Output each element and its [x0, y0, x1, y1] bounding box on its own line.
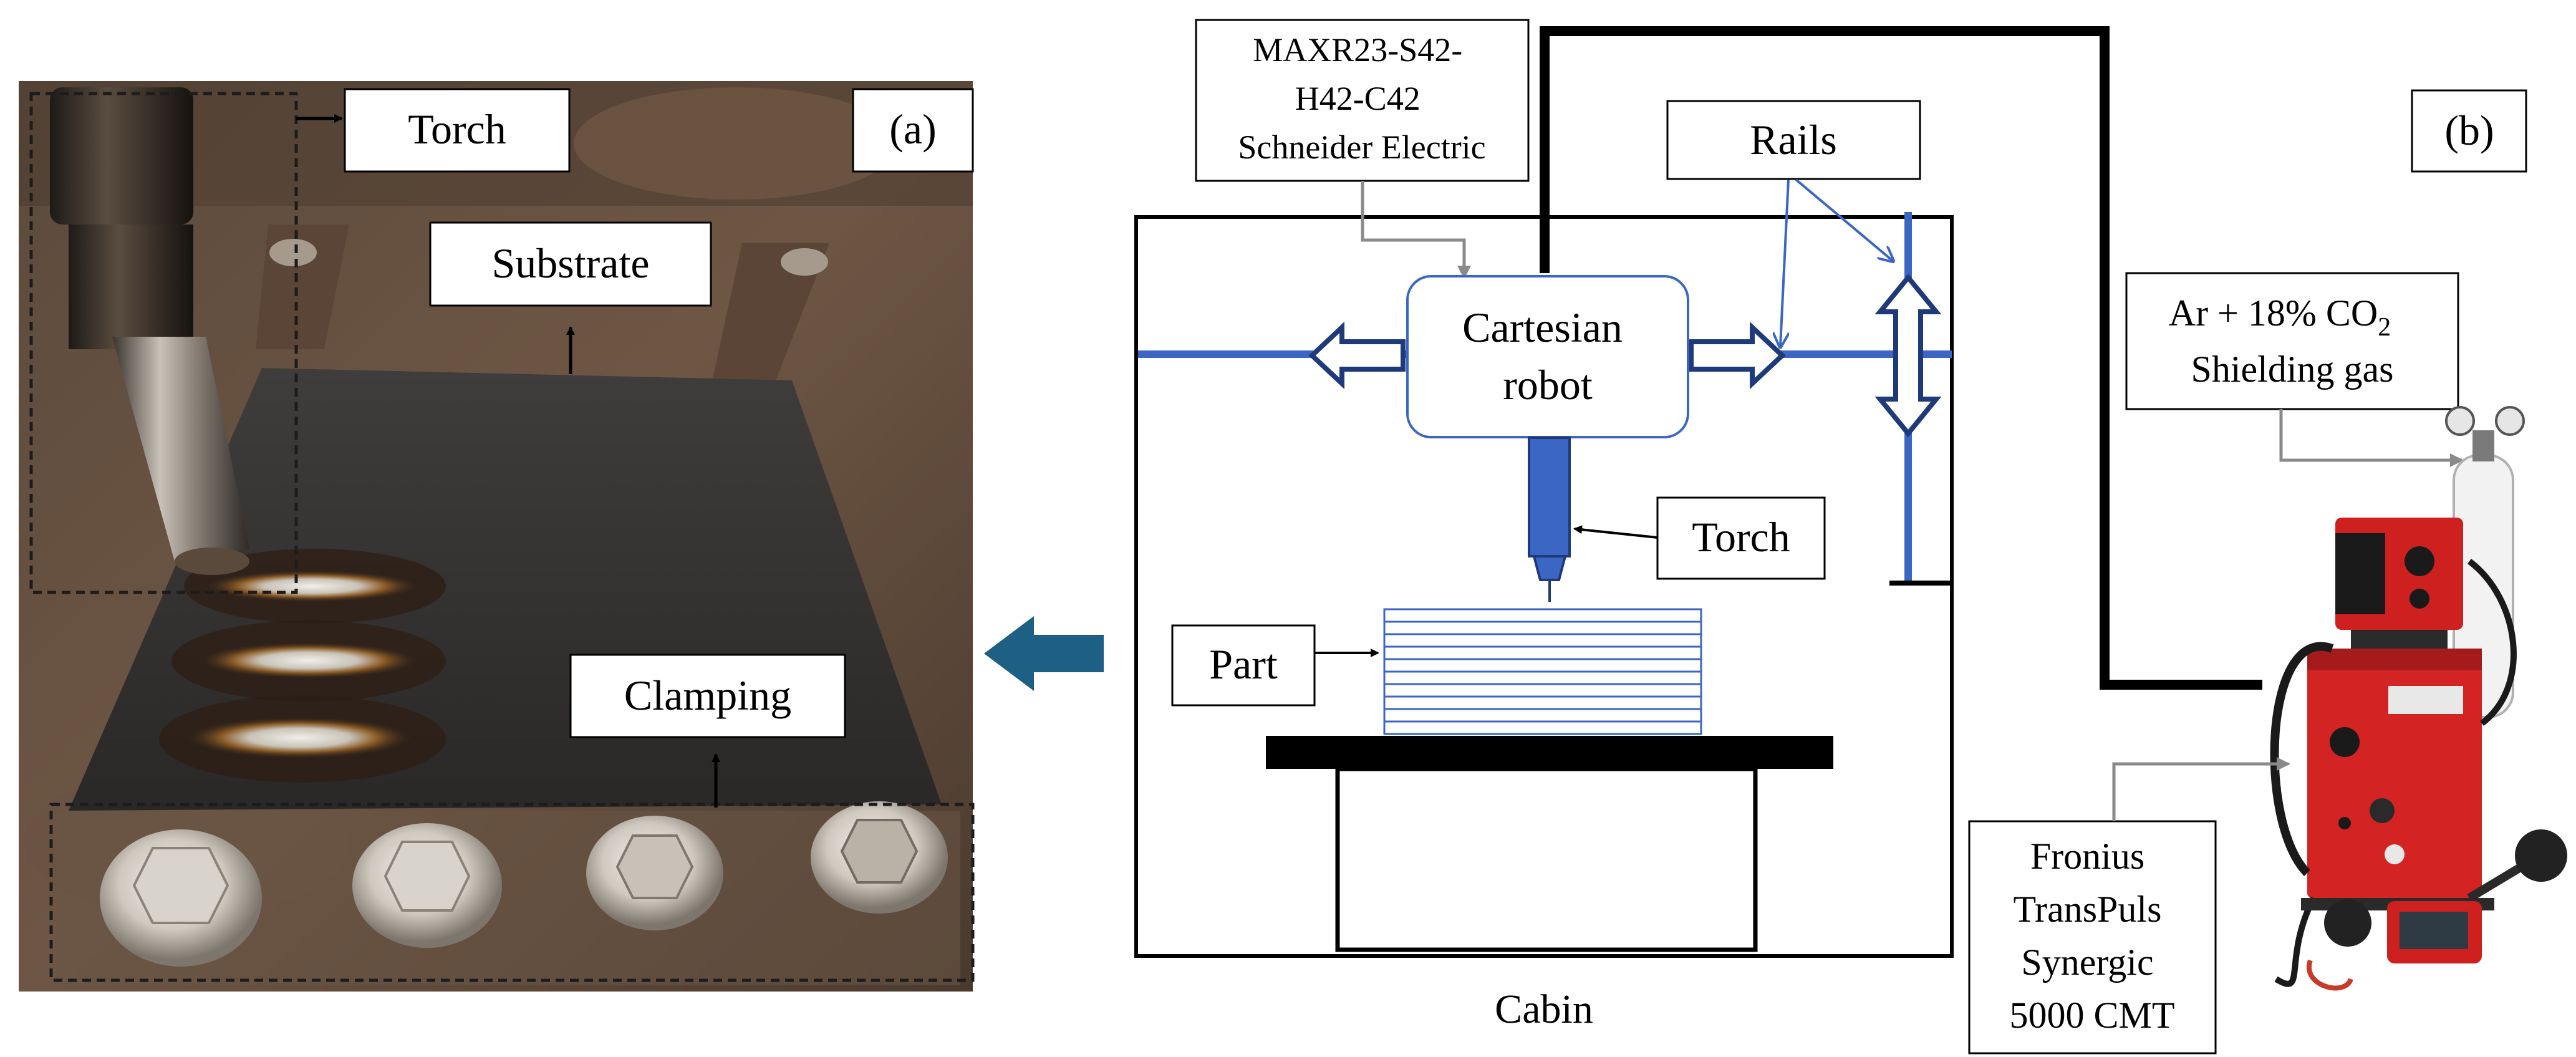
workbench-photo: [19, 81, 973, 992]
panel-a: Torch (a) Substrate Clamping: [19, 81, 975, 992]
controller-line-2: H42-C42: [1295, 80, 1421, 117]
gas-mix-prefix: Ar + 18% CO: [2169, 292, 2378, 334]
torch-label-box-b: [1656, 496, 1826, 580]
welder-line-1: Fronius: [2030, 836, 2144, 877]
rails-label-box: [1666, 100, 1921, 180]
torch-photo: [50, 87, 249, 575]
part-layers: [1383, 608, 1702, 735]
clamping-bolts: [56, 801, 960, 985]
power-cable: [1540, 26, 2262, 690]
welding-machine: [2270, 406, 2567, 991]
left-motion-arrow: [1308, 321, 1406, 390]
torch-label-b: Torch: [1692, 513, 1790, 561]
weld-beads: [159, 549, 446, 783]
gas-type-label: Shielding gas: [2191, 349, 2394, 390]
work-table: [1335, 766, 1758, 952]
gas-connector: [2279, 409, 2464, 467]
controller-line-3: Schneider Electric: [1238, 128, 1485, 166]
part-label: Part: [1209, 640, 1278, 688]
panel-link-arrow: [984, 616, 1104, 691]
gas-label-box: [2125, 272, 2459, 410]
controller-label-box: [1195, 19, 1530, 182]
cartesian-robot-label: Cartesian robot: [1462, 304, 1633, 408]
welder-line-4: 5000 CMT: [2009, 995, 2174, 1036]
build-plate: [1266, 736, 1833, 769]
torch-label: Torch: [408, 105, 506, 153]
panel-b-tag: (b): [2444, 107, 2494, 154]
welder-connector: [2112, 757, 2290, 821]
clamping-label: Clamping: [624, 672, 791, 719]
gas-mix-subscript: 2: [2378, 313, 2391, 342]
robot-line-2: robot: [1503, 361, 1593, 408]
torch-region: [29, 92, 298, 594]
panel-a-tag-box: [852, 88, 974, 173]
substrate-label: Substrate: [491, 239, 649, 287]
clamping-label-box: [569, 654, 846, 738]
panel-b-tag-box: [2411, 89, 2527, 173]
welder-label-box: [1968, 820, 2217, 1055]
welder-line-3: Synergic: [2021, 942, 2153, 983]
torch-label-box: [344, 88, 571, 173]
clamping-region: [49, 803, 975, 982]
controller-connector: [1361, 181, 1471, 279]
vertical-motion-arrow: [1874, 273, 1942, 438]
robot-line-1: Cartesian: [1462, 304, 1623, 351]
part-label-box: [1171, 624, 1316, 707]
substrate-label-box: [429, 221, 712, 307]
welder-label: Fronius TransPuls Synergic 5000 CMT: [2009, 836, 2174, 1036]
panel-a-tag: (a): [889, 105, 936, 153]
welder-line-2: TransPuls: [2014, 889, 2162, 930]
cabin-label: Cabin: [1495, 987, 1593, 1032]
rails-label: Rails: [1750, 116, 1837, 163]
gas-mix-label: Ar + 18% CO2: [2169, 292, 2391, 342]
right-motion-arrow: [1689, 321, 1786, 390]
controller-line-1: MAXR23-S42-: [1253, 31, 1462, 69]
cartesian-robot-box: [1406, 275, 1689, 438]
panel-b: Cabin MAXR23-S42- H42-C42 Schneider Elec…: [1134, 19, 2567, 1055]
controller-label: MAXR23-S42- H42-C42 Schneider Electric: [1238, 31, 1485, 166]
torch-schematic: [1528, 437, 1571, 602]
